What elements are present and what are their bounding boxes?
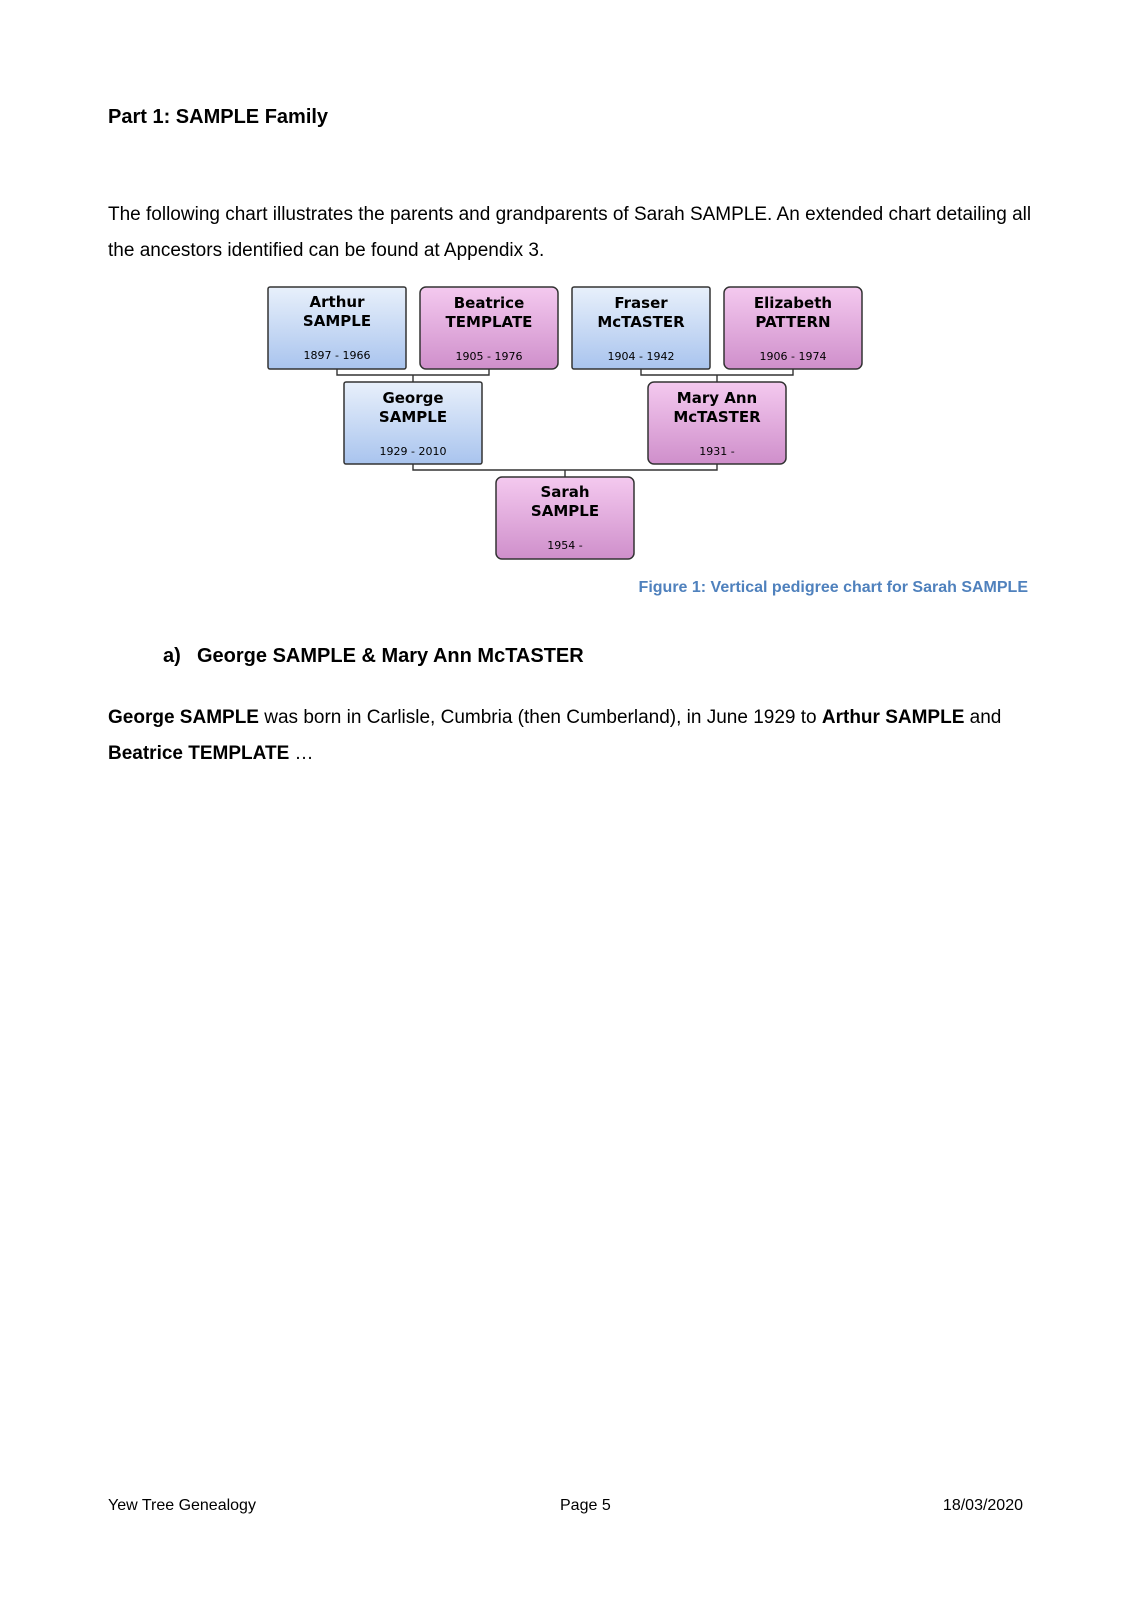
person-first-name: Elizabeth xyxy=(754,294,832,312)
person-box-arthur[interactable]: Arthur SAMPLE 1897 - 1966 xyxy=(267,286,407,370)
person-dates: 1931 - xyxy=(699,445,734,458)
person-surname: SAMPLE xyxy=(379,408,447,426)
person-surname: McTASTER xyxy=(597,313,685,331)
pedigree-chart: Arthur SAMPLE 1897 - 1966 Beatrice TEMPL… xyxy=(267,286,863,560)
body-paragraph: George SAMPLE was born in Carlisle, Cumb… xyxy=(108,700,1038,772)
person-dates: 1906 - 1974 xyxy=(760,350,827,363)
person-first-name: Mary Ann xyxy=(677,389,757,407)
person-surname: McTASTER xyxy=(673,408,761,426)
person-first-name: Sarah xyxy=(540,483,589,501)
section-heading: a) George SAMPLE & Mary Ann McTASTER xyxy=(163,645,584,668)
person-box-elizabeth[interactable]: Elizabeth PATTERN 1906 - 1974 xyxy=(723,286,863,370)
person-dates: 1905 - 1976 xyxy=(456,350,523,363)
figure-caption: Figure 1: Vertical pedigree chart for Sa… xyxy=(638,579,1028,596)
person-box-george[interactable]: George SAMPLE 1929 - 2010 xyxy=(343,381,483,465)
body-text-segment: and xyxy=(964,707,1002,728)
footer-page-number: Page 5 xyxy=(560,1497,611,1514)
person-surname: SAMPLE xyxy=(303,312,371,330)
person-box-beatrice[interactable]: Beatrice TEMPLATE 1905 - 1976 xyxy=(419,286,559,370)
person-first-name: Arthur xyxy=(310,293,366,311)
name-beatrice-template: Beatrice TEMPLATE xyxy=(108,743,290,764)
name-arthur-sample: Arthur SAMPLE xyxy=(821,707,965,728)
person-surname: PATTERN xyxy=(755,313,830,331)
intro-paragraph: The following chart illustrates the pare… xyxy=(108,204,1032,261)
person-dates: 1954 - xyxy=(547,539,582,552)
person-surname: SAMPLE xyxy=(531,502,599,520)
page-heading: Part 1: SAMPLE Family xyxy=(108,106,329,128)
person-box-fraser[interactable]: Fraser McTASTER 1904 - 1942 xyxy=(571,286,711,370)
connector-arthur-beatrice xyxy=(336,369,490,376)
person-first-name: George xyxy=(382,389,443,407)
body-text-segment: was born in Carlisle, Cumbria (then Cumb… xyxy=(258,707,822,728)
section-marker: a) xyxy=(163,645,181,667)
person-dates: 1904 - 1942 xyxy=(608,350,675,363)
person-dates: 1897 - 1966 xyxy=(304,349,371,362)
section-title: George SAMPLE & Mary Ann McTASTER xyxy=(197,645,584,667)
person-first-name: Fraser xyxy=(614,294,668,312)
body-text-segment: … xyxy=(289,743,314,764)
connector-george-mary-ann xyxy=(412,464,718,471)
person-surname: TEMPLATE xyxy=(446,313,533,331)
footer-company: Yew Tree Genealogy xyxy=(108,1497,256,1514)
person-first-name: Beatrice xyxy=(454,294,525,312)
person-box-sarah[interactable]: Sarah SAMPLE 1954 - xyxy=(495,476,635,560)
connector-fraser-elizabeth xyxy=(640,369,794,376)
footer-date: 18/03/2020 xyxy=(942,1497,1023,1514)
name-george-sample: George SAMPLE xyxy=(108,707,259,728)
person-box-mary-ann[interactable]: Mary Ann McTASTER 1931 - xyxy=(647,381,787,465)
person-dates: 1929 - 2010 xyxy=(380,445,447,458)
